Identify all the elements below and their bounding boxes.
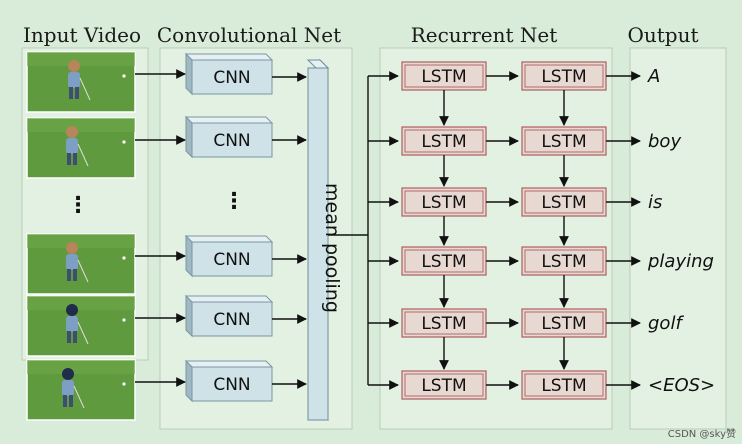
output-word: is xyxy=(648,192,662,213)
lstm-cell: LSTM xyxy=(521,308,607,338)
cnn-box: CNN xyxy=(184,52,274,96)
lstm-label: LSTM xyxy=(541,376,586,396)
output-word: boy xyxy=(648,131,681,152)
mean-pooling-label: mean pooling xyxy=(321,183,343,313)
output-word: playing xyxy=(647,251,714,272)
cnn-column: CNN CNN CNN CNN CNN xyxy=(184,52,307,403)
video-frame xyxy=(26,233,136,295)
header-convolutional-net: Convolutional Net xyxy=(157,23,341,47)
cnn-label: CNN xyxy=(213,375,250,395)
lstm-cell: LSTM xyxy=(521,370,607,400)
lstm-label: LSTM xyxy=(421,252,466,272)
lstm-label: LSTM xyxy=(421,314,466,334)
frames-ellipsis: ⋮ xyxy=(67,193,89,218)
video-frame xyxy=(26,295,136,357)
lstm-label: LSTM xyxy=(541,132,586,152)
lstm-label: LSTM xyxy=(421,376,466,396)
lstm-label: LSTM xyxy=(541,193,586,213)
video-frames xyxy=(26,51,186,421)
cnn-label: CNN xyxy=(213,131,250,151)
lstm-cell: LSTM xyxy=(401,246,487,276)
lstm-label: LSTM xyxy=(421,132,466,152)
output-panel xyxy=(629,47,727,430)
mean-pooling-block: mean pooling xyxy=(306,58,343,422)
lstm-cell: LSTM xyxy=(401,187,487,217)
pooling-trunk xyxy=(328,71,399,390)
cnn-label: CNN xyxy=(213,68,250,88)
header-recurrent-net: Recurrent Net xyxy=(411,23,558,47)
cnn-label: CNN xyxy=(213,310,250,330)
video-frame xyxy=(26,117,136,179)
cnn-box: CNN xyxy=(184,234,274,278)
video-frame xyxy=(26,51,136,113)
output-word: golf xyxy=(648,313,684,334)
lstm-label: LSTM xyxy=(421,193,466,213)
output-word: <EOS> xyxy=(648,375,715,396)
lstm-label: LSTM xyxy=(541,67,586,87)
lstm-label: LSTM xyxy=(541,314,586,334)
lstm-cell: LSTM xyxy=(521,61,607,91)
cnn-box: CNN xyxy=(184,115,274,159)
cnn-box: CNN xyxy=(184,294,274,338)
cnn-box: CNN xyxy=(184,359,274,403)
lstm-cell: LSTM xyxy=(401,61,487,91)
lstm-grid: LSTM LSTM LSTM LSTM LSTM LSTM LSTM LSTM LSTM LSTM… xyxy=(401,61,607,400)
video-frame xyxy=(26,359,136,421)
lstm-cell: LSTM xyxy=(521,246,607,276)
header-output: Output xyxy=(627,23,698,47)
cnn-label: CNN xyxy=(213,250,250,270)
header-input-video: Input Video xyxy=(23,23,141,47)
lstm-cell: LSTM xyxy=(521,187,607,217)
lstm-label: LSTM xyxy=(421,67,466,87)
cnn-ellipsis: ⋮ xyxy=(223,189,245,214)
lstm-cell: LSTM xyxy=(521,126,607,156)
output-word: A xyxy=(647,66,660,87)
watermark: CSDN @sky赞 xyxy=(668,427,736,440)
recurrent-net-panel xyxy=(379,47,613,430)
lstm-cell: LSTM xyxy=(401,370,487,400)
lstm-cell: LSTM xyxy=(401,308,487,338)
lstm-label: LSTM xyxy=(541,252,586,272)
lstm-cell: LSTM xyxy=(401,126,487,156)
